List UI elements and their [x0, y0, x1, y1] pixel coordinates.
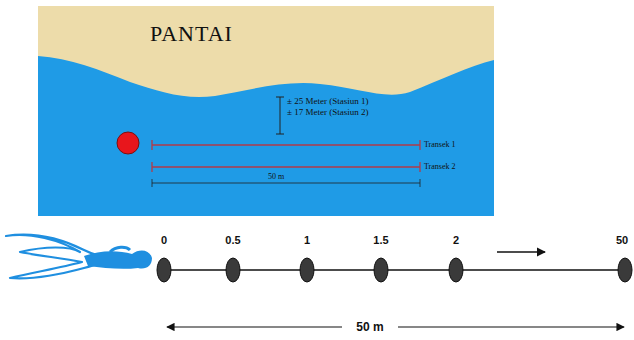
- beach: [38, 6, 494, 97]
- distance-bracket: [276, 97, 284, 134]
- beach-band: PANTAI: [38, 6, 494, 62]
- distance-mark: 0.5: [225, 234, 240, 246]
- distance-note: ± 17 Meter (Stasiun 2): [287, 107, 368, 117]
- distance-note: ± 25 Meter (Stasiun 1): [287, 96, 368, 106]
- distance-mark: 2: [453, 234, 459, 246]
- distance-note: ± 25 Meter (Stasiun 1): [287, 96, 368, 106]
- distance-mark: 50: [616, 234, 628, 246]
- transect-name: Transek 2: [424, 162, 455, 171]
- distance-mark: 0: [161, 234, 167, 246]
- transect-name: Transek 2: [424, 162, 455, 171]
- transect-name: Transek 1: [424, 140, 455, 149]
- distance-mark: 1.5: [373, 234, 388, 246]
- distance-mark: 1.5: [373, 234, 388, 246]
- dimension-arrow: [167, 326, 342, 327]
- dimension-arrow: [398, 326, 624, 327]
- distance-mark: 2: [453, 234, 459, 246]
- distance-mark: 0: [161, 234, 167, 246]
- dimension-line: [152, 179, 420, 187]
- distance-mark: 1: [304, 234, 310, 246]
- sea: [38, 6, 494, 216]
- distance-mark: 1: [304, 234, 310, 246]
- distance-note: ± 17 Meter (Stasiun 2): [287, 107, 368, 117]
- distance-mark: 0.5: [225, 234, 240, 246]
- distance-mark: 50: [616, 234, 628, 246]
- dimension-text: 50 m: [356, 320, 383, 334]
- dimension-text: 50 m: [356, 320, 383, 334]
- direction-arrow: [497, 251, 545, 252]
- place-name: PANTAI: [150, 21, 233, 47]
- dimension-text: 50 m: [268, 172, 284, 181]
- dimension-text: 50 m: [268, 172, 284, 181]
- transect-markers: [157, 258, 632, 282]
- buoy: [117, 132, 139, 154]
- transect-name: Transek 1: [424, 140, 455, 149]
- transect-lines: [152, 140, 420, 172]
- diver-icon: [6, 235, 152, 279]
